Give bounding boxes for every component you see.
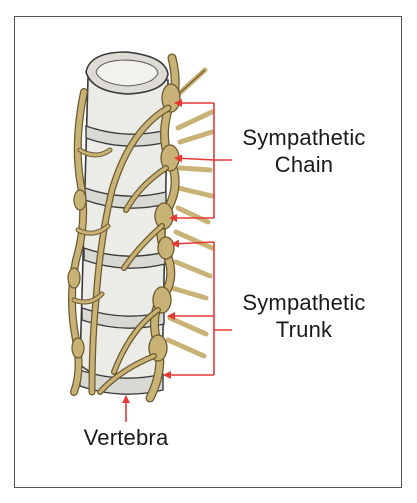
label-sympathetic-trunk: Sympathetic Trunk <box>224 289 384 343</box>
left-ganglion-2 <box>67 267 81 289</box>
label-trunk-line-1: Sympathetic <box>242 290 366 315</box>
label-vertebra: Vertebra <box>83 425 169 450</box>
nerve-roots <box>165 67 215 359</box>
label-trunk-line-2: Trunk <box>275 317 333 342</box>
trunk-pointers <box>163 239 232 379</box>
vertebra-top-inner <box>95 59 159 87</box>
ganglion-4 <box>157 236 175 260</box>
left-ganglion-3 <box>71 337 85 359</box>
left-chain <box>67 88 113 396</box>
label-chain-line-2: Chain <box>274 152 334 177</box>
disc-3 <box>83 247 166 269</box>
label-chain-line-1: Sympathetic <box>242 125 366 150</box>
left-ganglion-1 <box>73 189 87 211</box>
label-sympathetic-chain: Sympathetic Chain <box>224 124 384 178</box>
ganglion-5 <box>152 286 172 314</box>
chain-pointers <box>169 99 232 222</box>
communicating-branches <box>88 104 172 396</box>
